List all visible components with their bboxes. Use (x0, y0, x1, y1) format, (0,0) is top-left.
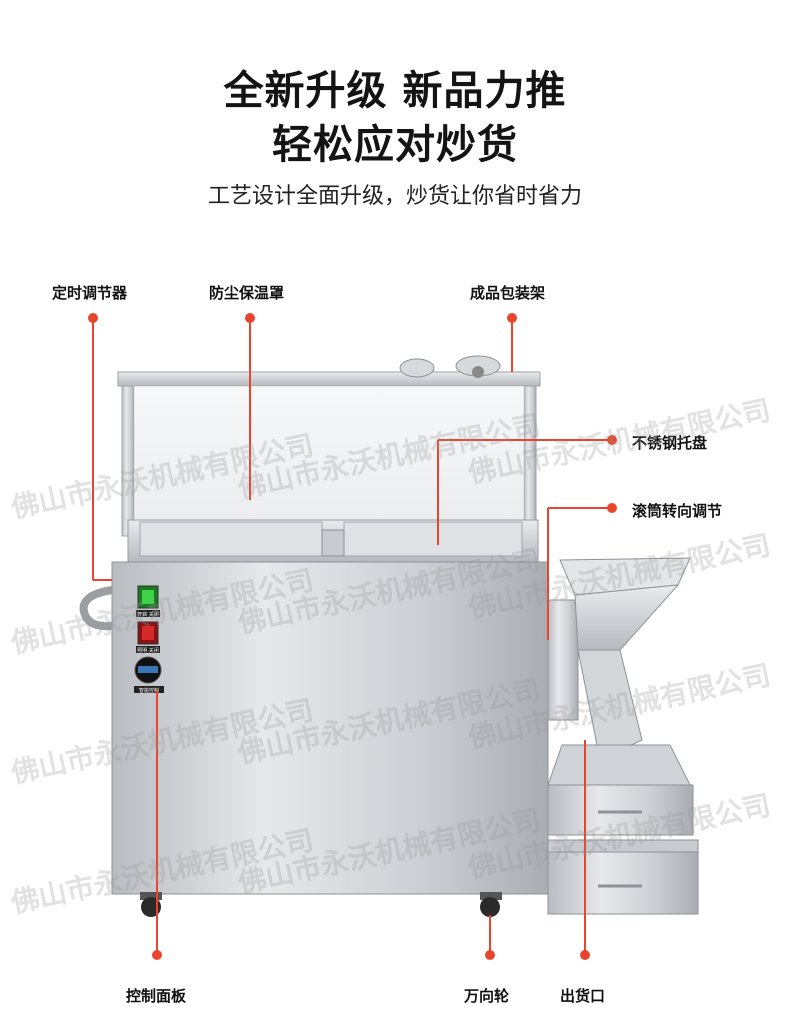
caster-wheels (140, 892, 502, 917)
label-outlet: 出货口 (560, 987, 606, 1005)
page-title-line2: 轻松应对炒货 (272, 122, 518, 168)
label-package-rack: 成品包装架 (470, 284, 546, 302)
label-drum-adjust: 滚筒转向调节 (632, 502, 723, 520)
outlet-drawers (547, 744, 699, 915)
page-title-line1: 全新升级 新品力推 (223, 68, 567, 114)
label-tray: 不锈钢托盘 (632, 434, 708, 452)
label-dust-cover: 防尘保温罩 (209, 284, 285, 302)
package-rack (117, 355, 541, 537)
switch1-label: 开启 关闭 (137, 611, 159, 618)
label-control-panel: 控制面板 (126, 987, 187, 1005)
drum-assembly (547, 557, 691, 761)
label-caster: 万向轮 (464, 987, 510, 1005)
switch2-label: 照明 关闭 (137, 647, 159, 654)
label-timer: 定时调节器 (52, 284, 128, 302)
control-panel: 开启 关闭 照明 关闭 智能控制 (134, 585, 164, 694)
dust-cover (134, 386, 524, 520)
display-label: 智能控制 (139, 687, 159, 694)
stainless-tray (127, 519, 539, 563)
page-subtitle: 工艺设计全面升级，炒货让你省时省力 (207, 184, 582, 209)
main-cabinet (111, 561, 549, 895)
